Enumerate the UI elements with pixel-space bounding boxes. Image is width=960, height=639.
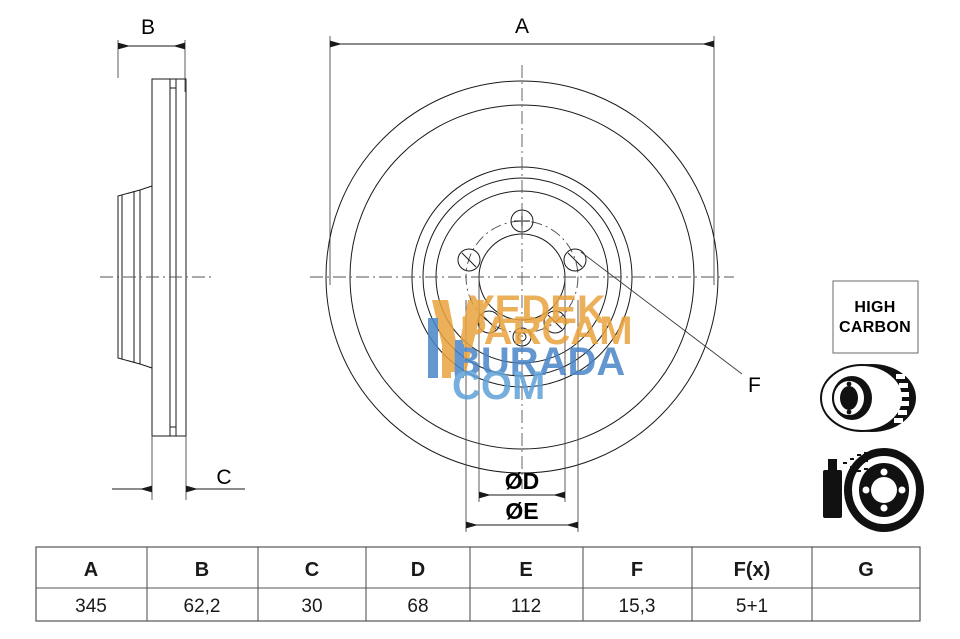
- table-header-cell: C: [305, 559, 319, 581]
- dimension-a-group: A: [329, 15, 715, 285]
- dimension-b-label: B: [141, 16, 155, 39]
- watermark-line-2: PARCAM: [460, 309, 633, 353]
- table-header-cell: F(x): [734, 559, 771, 581]
- spray-can-body: [823, 470, 842, 518]
- table-value-cell: 15,3: [619, 596, 656, 617]
- front-view-group: F ØD ØE: [310, 65, 761, 532]
- table-value-cell: 68: [407, 596, 428, 617]
- table-header-cell: B: [195, 559, 209, 581]
- table-header-row: A B C D E F F(x) G: [84, 559, 874, 581]
- table-header-cell: A: [84, 559, 98, 581]
- bolt-hole: [563, 248, 587, 272]
- side-view-group: B C: [100, 16, 245, 500]
- badge-line-2: CARBON: [839, 319, 911, 336]
- table-value-cell: 5+1: [736, 596, 768, 617]
- high-carbon-badge: HIGH CARBON: [832, 280, 919, 354]
- spray-can-nozzle: [828, 459, 837, 471]
- spray-coated-brake-disc-icon: [823, 448, 924, 532]
- watermark-line-3: BURADA: [452, 340, 625, 384]
- vented-brake-disc-icon: [820, 364, 916, 432]
- badge-border: [832, 280, 919, 354]
- disc-vent-channel: [170, 87, 177, 428]
- table-value-row: 345 62,2 30 68 112 15,3 5+1: [75, 596, 768, 617]
- table-value-cell: 62,2: [184, 596, 221, 617]
- table-header-cell: F: [631, 559, 643, 581]
- vent-slots: [894, 374, 909, 423]
- watermark-logo-icon: [428, 300, 484, 378]
- badge-line-1: HIGH: [854, 299, 895, 316]
- dimension-a-label: A: [515, 15, 529, 38]
- table-border: [35, 546, 921, 622]
- table-header-cell: E: [519, 559, 532, 581]
- table-value-cell: 345: [75, 596, 107, 617]
- table-column-dividers: [146, 547, 813, 621]
- spray-mist: [843, 452, 868, 478]
- watermark-line-1: YEDEK: [468, 288, 606, 332]
- disc-plate-outboard: [151, 78, 171, 437]
- disc-vent-bottom-notch: [169, 426, 177, 436]
- disc-vent-top-notch: [169, 79, 177, 89]
- dimension-c-label: C: [216, 466, 231, 489]
- callout-f-leader-line: [580, 251, 743, 375]
- table-header-cell: D: [411, 559, 425, 581]
- table-value-cell: 30: [301, 596, 322, 617]
- dimension-d-label: ØD: [505, 468, 540, 494]
- bolt-hole: [457, 248, 481, 272]
- table-value-cell: 112: [511, 596, 541, 617]
- bolt-hole: [543, 310, 567, 334]
- watermark-group: YEDEK PARCAM BURADA COM: [428, 288, 633, 408]
- callout-f-label: F: [748, 374, 761, 397]
- watermark-line-4: COM: [452, 364, 545, 408]
- dimension-table: A B C D E F F(x) G 345 62,2 30 68 112 15…: [35, 546, 921, 622]
- disc-plate-inboard: [176, 78, 187, 437]
- dimension-e-label: ØE: [505, 498, 538, 524]
- table-header-cell: G: [858, 559, 874, 581]
